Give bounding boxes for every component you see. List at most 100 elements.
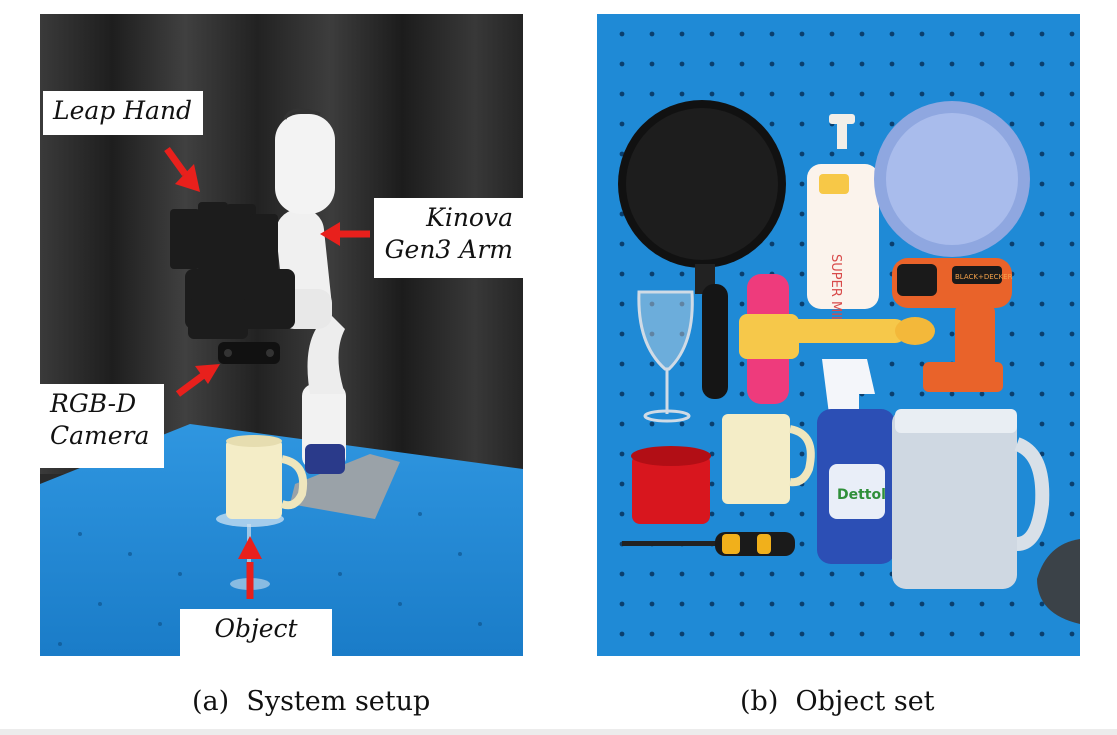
camera-label: RGB-D Camera [40, 384, 164, 468]
object-set-photo: SUPER MILD BLACK+DECKER [597, 14, 1080, 656]
object-arrow [238, 536, 262, 599]
pegboard-hole [889, 31, 895, 37]
pegboard-hole [949, 61, 955, 67]
pegboard-hole [799, 151, 805, 157]
pegboard-hole [799, 61, 805, 67]
pegboard-hole [1069, 151, 1075, 157]
pegboard-hole [799, 271, 805, 277]
pegboard-hole [679, 91, 685, 97]
spray-bottle: Dettol [817, 359, 895, 564]
pegboard-hole [889, 61, 895, 67]
pegboard-hole [979, 61, 985, 67]
pegboard-hole [679, 631, 685, 637]
pegboard-hole [1009, 601, 1015, 607]
pegboard-hole [799, 391, 805, 397]
pegboard-hole [739, 361, 745, 367]
object-label-text: Object [214, 614, 298, 643]
pegboard-hole [619, 601, 625, 607]
pegboard-hole [709, 421, 715, 427]
pegboard-hole [739, 391, 745, 397]
pegboard-hole [799, 361, 805, 367]
pegboard-hole [829, 91, 835, 97]
pegboard-hole [919, 31, 925, 37]
pegboard-hole [1009, 61, 1015, 67]
pegboard-hole [1069, 301, 1075, 307]
pegboard-hole [1039, 361, 1045, 367]
pegboard-hole [949, 31, 955, 37]
pegboard-hole [769, 241, 775, 247]
pegboard-hole [1039, 121, 1045, 127]
pegboard-hole [649, 421, 655, 427]
pegboard-hole [769, 61, 775, 67]
mug [722, 414, 815, 504]
screwdriver [622, 532, 795, 556]
pegboard-hole [889, 301, 895, 307]
pegboard-hole [649, 91, 655, 97]
pegboard-hole [679, 61, 685, 67]
pegboard-hole [649, 601, 655, 607]
pegboard-hole [769, 511, 775, 517]
pegboard-hole [649, 391, 655, 397]
pegboard-hole [889, 241, 895, 247]
pegboard-hole [1069, 241, 1075, 247]
pegboard-hole [949, 91, 955, 97]
pegboard-hole [799, 451, 805, 457]
kinova-label-line2: Gen3 Arm [384, 235, 513, 264]
pegboard-hole [1069, 181, 1075, 187]
pegboard-hole [979, 601, 985, 607]
pegboard-hole [829, 601, 835, 607]
pegboard-hole [1039, 31, 1045, 37]
pegboard-hole [859, 601, 865, 607]
pegboard-hole [739, 31, 745, 37]
pegboard-hole [619, 391, 625, 397]
pegboard-hole [619, 121, 625, 127]
pegboard-hole [859, 631, 865, 637]
pegboard-hole [979, 631, 985, 637]
pegboard-hole [799, 301, 805, 307]
pegboard-hole [739, 511, 745, 517]
pegboard-hole [1009, 121, 1015, 127]
pegboard-hole [1069, 31, 1075, 37]
pegboard-hole [859, 571, 865, 577]
pegboard-hole [739, 271, 745, 277]
pegboard-hole [1009, 331, 1015, 337]
pegboard-hole [1069, 61, 1075, 67]
toy-hammer [739, 274, 935, 404]
pegboard-hole [799, 571, 805, 577]
pegboard-hole [1039, 301, 1045, 307]
pegboard-hole [979, 391, 985, 397]
pegboard-hole [769, 571, 775, 577]
pegboard-hole [619, 361, 625, 367]
pegboard-hole [649, 361, 655, 367]
leap-hand-label: Leap Hand [43, 91, 203, 135]
caption-system-setup: (a) System setup [192, 686, 431, 717]
pegboard-hole [1009, 631, 1015, 637]
corner-object [1037, 539, 1080, 624]
pegboard-hole [679, 421, 685, 427]
pegboard-hole [619, 631, 625, 637]
pegboard-hole [799, 181, 805, 187]
pegboard-hole [799, 91, 805, 97]
robot-base-plate [290, 454, 400, 519]
pegboard-hole [679, 331, 685, 337]
pegboard-hole [709, 511, 715, 517]
pegboard-hole [619, 571, 625, 577]
pegboard-hole [1069, 271, 1075, 277]
pegboard-hole [619, 271, 625, 277]
pegboard-hole [919, 601, 925, 607]
kinova-arm-label: Kinova Gen3 Arm [374, 198, 523, 278]
pegboard-hole [799, 421, 805, 427]
pegboard-hole [1039, 331, 1045, 337]
pegboard-hole [709, 61, 715, 67]
pegboard-hole [1039, 181, 1045, 187]
pegboard-hole [649, 31, 655, 37]
object-label: Object [180, 609, 332, 656]
system-setup-photo: Leap Hand Kinova Gen3 Arm RGB-D Camera O… [40, 14, 523, 656]
pegboard-hole [889, 361, 895, 367]
pegboard-hole [1069, 91, 1075, 97]
pegboard-hole [619, 91, 625, 97]
pegboard-hole [1069, 511, 1075, 517]
leap-hand-arrow [164, 146, 200, 192]
pegboard-hole [859, 91, 865, 97]
pegboard-hole [889, 91, 895, 97]
